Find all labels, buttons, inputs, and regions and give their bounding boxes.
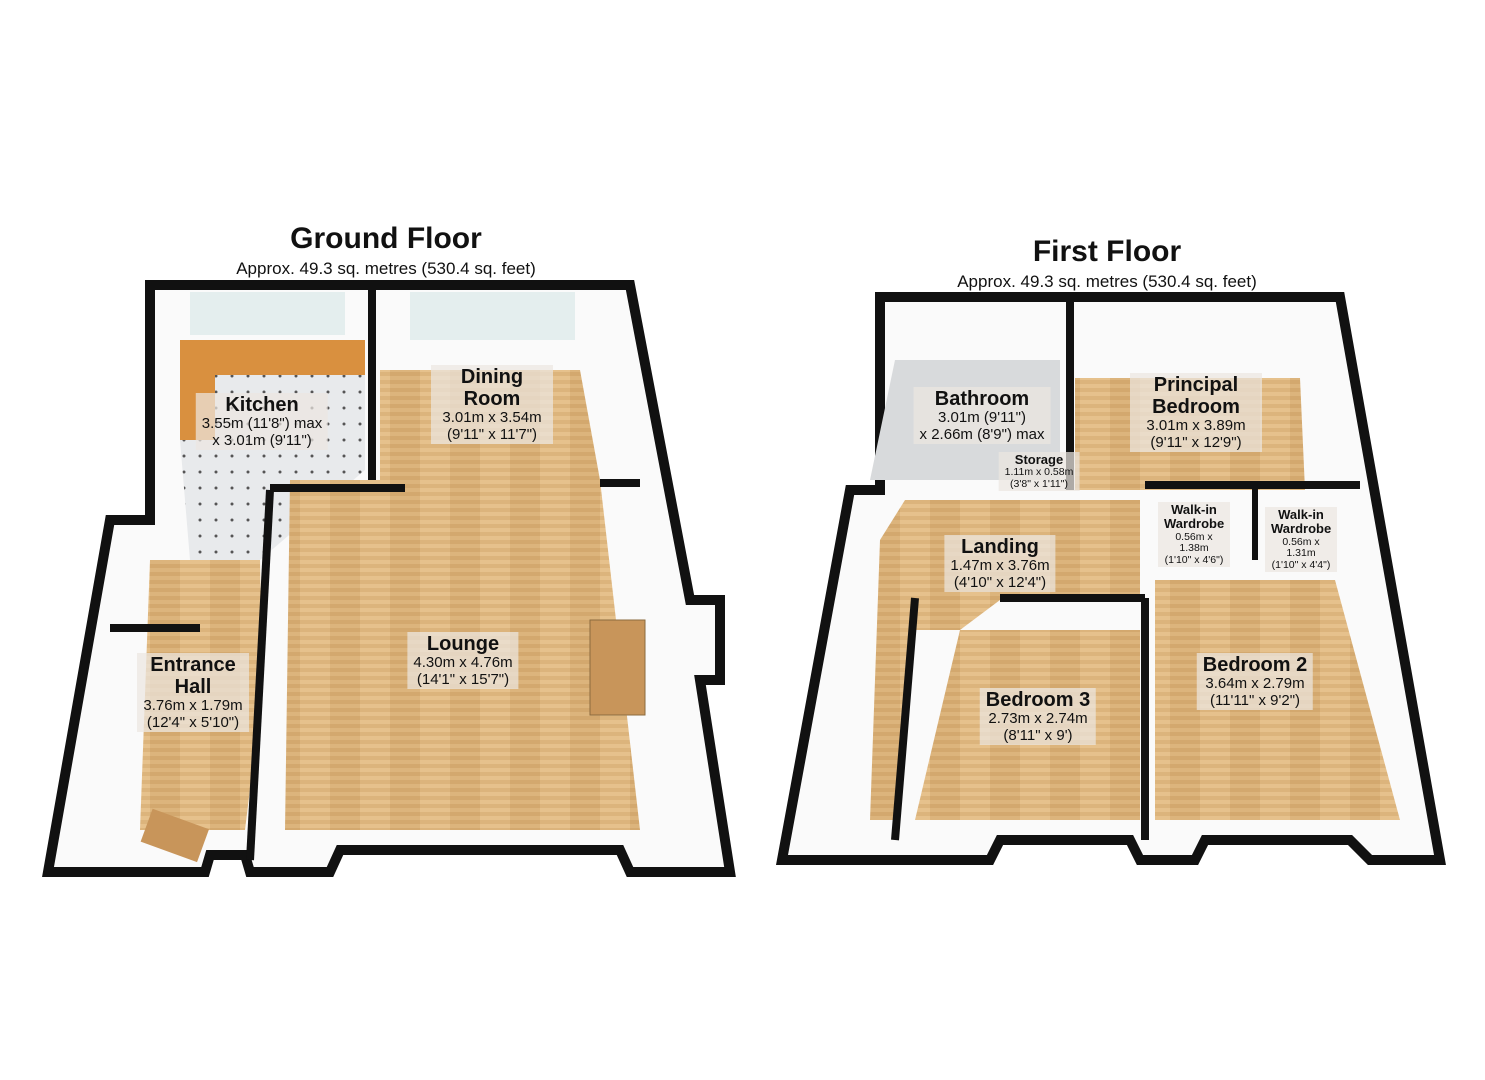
room-name: Principal Bedroom [1152,374,1240,418]
room-dims: 3.01m x 3.54m [442,409,542,426]
room-name: Bedroom 3 [985,689,1091,711]
room-label-walk-in-wardrobe-2: Walk-in Wardrobe 0.56m x 1.31m (1'10" x … [1265,507,1337,573]
first-floor-plan [775,292,1446,865]
room-dims: (12'4" x 5'10") [146,713,240,731]
room-name: Bedroom 2 [1202,654,1308,676]
room-label-kitchen: Kitchen 3.55m (11'8") max x 3.01m (9'11"… [195,393,329,450]
room-dims: 4.30m x 4.76m [413,654,513,671]
room-name: Kitchen [225,394,299,416]
room-name: Landing [961,536,1039,558]
room-label-entrance-hall: Entrance Hall 3.76m x 1.79m (12'4" x 5'1… [137,653,249,732]
room-name: Dining Room [460,366,524,410]
room-dims: 0.56m x 1.38m [1175,530,1213,555]
room-dims: (1'10" x 4'6") [1164,553,1224,566]
room-name: Lounge [426,633,500,655]
ground-floor-plan [42,280,736,877]
wall-bedroom3-left [891,597,919,841]
room-label-principal-bedroom: Principal Bedroom 3.01m x 3.89m (9'11" x… [1130,373,1262,452]
room-label-landing: Landing 1.47m x 3.76m (4'10" x 12'4") [944,535,1056,592]
room-dims: (14'1" x 15'7") [416,670,510,688]
room-dims: 1.11m x 0.58m [1004,466,1074,479]
room-dims: (9'11" x 12'9") [1150,433,1242,451]
room-label-storage: Storage 1.11m x 0.58m (3'8" x 1'11") [998,452,1080,492]
room-dims: 0.56m x 1.31m [1282,535,1320,560]
room-label-dining-room: Dining Room 3.01m x 3.54m (9'11" x 11'7"… [431,365,553,444]
room-dims: 3.01m (9'11") [938,409,1026,426]
room-label-lounge: Lounge 4.30m x 4.76m (14'1" x 15'7") [407,632,519,689]
room-dims: 3.64m x 2.79m [1205,675,1305,692]
room-dims: 3.76m x 1.79m [143,697,243,714]
room-name: Walk-in Wardrobe [1271,507,1332,537]
front-door [140,808,210,863]
room-name: Storage [1014,452,1064,467]
room-dims: 3.55m (11'8") max [201,415,323,432]
room-name: Bathroom [934,388,1030,410]
window-dining [410,292,575,340]
room-dims: 1.47m x 3.76m [950,557,1050,574]
room-label-bedroom-2: Bedroom 2 3.64m x 2.79m (11'11" x 9'2") [1196,653,1314,710]
room-label-bathroom: Bathroom 3.01m (9'11") x 2.66m (8'9") ma… [913,387,1051,444]
kitchen-counter [180,340,365,440]
room-dims: (1'10" x 4'4") [1271,558,1331,571]
room-dims: (9'11" x 11'7") [446,425,538,443]
room-name: Entrance Hall [150,654,236,698]
first-floor-title: First Floor [1032,235,1182,268]
first-floor-area: Approx. 49.3 sq. metres (530.4 sq. feet) [957,272,1257,291]
room-dims: (4'10" x 12'4") [953,573,1047,591]
ground-floor-title: Ground Floor [290,222,482,255]
ground-floor-area: Approx. 49.3 sq. metres (530.4 sq. feet) [236,259,536,278]
room-label-walk-in-wardrobe-1: Walk-in Wardrobe 0.56m x 1.38m (1'10" x … [1158,502,1230,568]
landing-floor [870,500,1140,820]
room-name: Walk-in Wardrobe [1164,502,1225,532]
room-dims: (11'11" x 9'2") [1209,691,1301,709]
window-kitchen [190,292,345,335]
room-dims: x 3.01m (9'11") [212,431,312,449]
room-dims: x 2.66m (8'9") max [919,425,1045,443]
room-dims: 2.73m x 2.74m [988,710,1088,727]
wall-lounge-left [246,489,274,861]
room-dims: (8'11" x 9') [1003,726,1073,744]
fireplace [589,619,646,716]
room-dims: (3'8" x 1'11") [1010,477,1068,490]
room-label-bedroom-3: Bedroom 3 2.73m x 2.74m (8'11" x 9') [979,688,1097,745]
room-dims: 3.01m x 3.89m [1146,417,1246,434]
